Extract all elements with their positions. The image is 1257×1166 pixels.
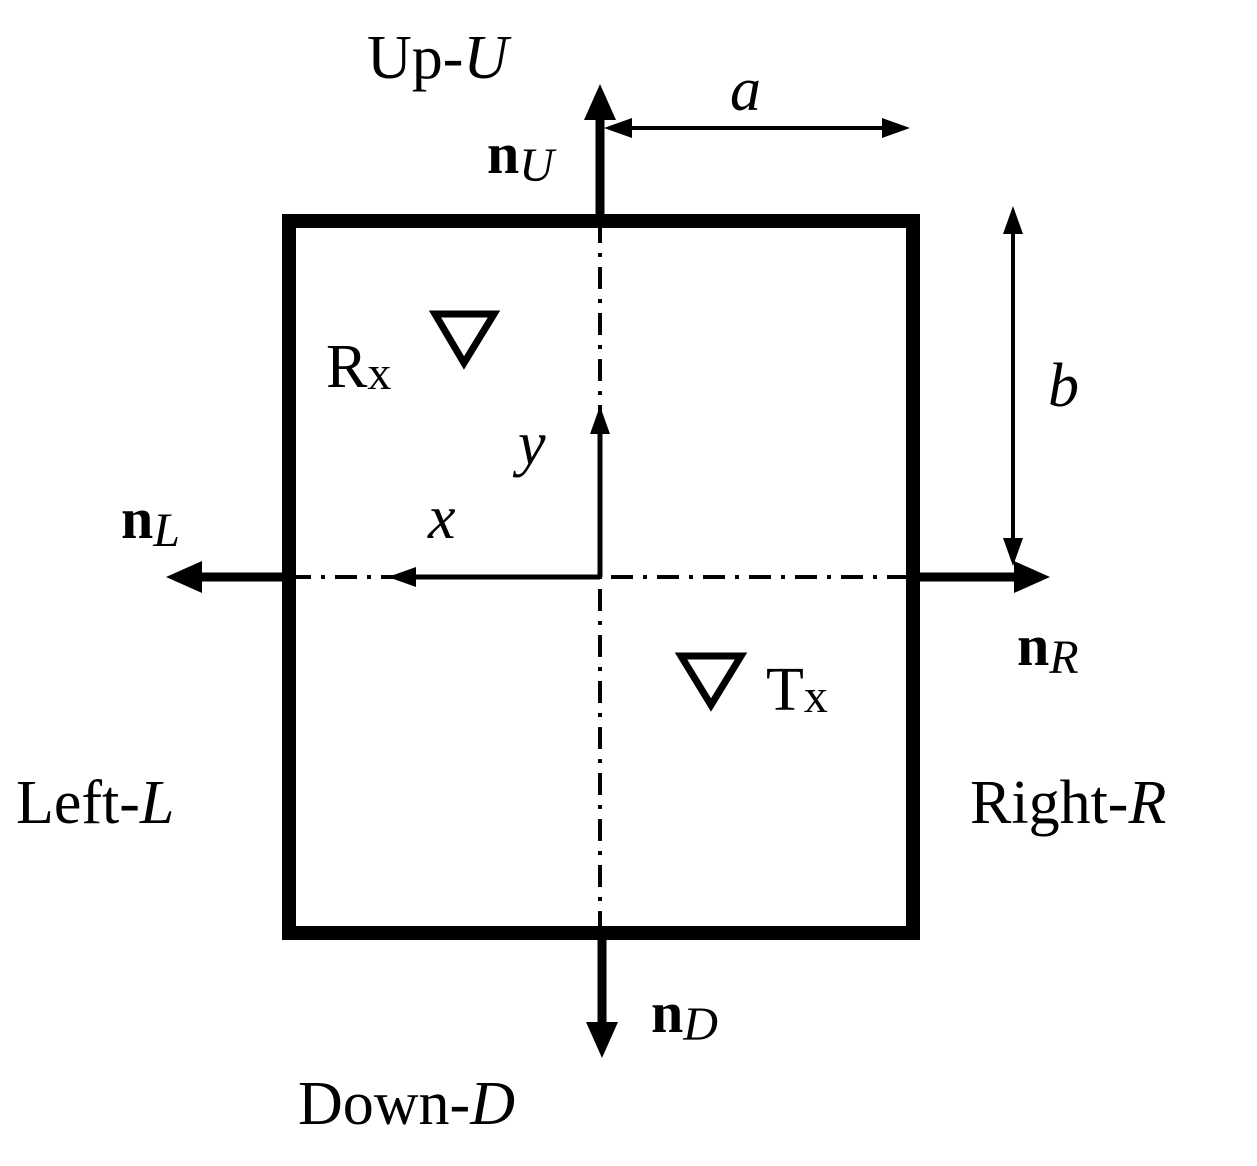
transmitter-triangle-icon bbox=[674, 652, 748, 712]
normal-left-arrow bbox=[166, 561, 282, 593]
normal-right-arrow bbox=[920, 561, 1050, 593]
label-dimension-a: a bbox=[730, 56, 761, 124]
label-dimension-b: b bbox=[1048, 352, 1079, 420]
label-right: Right-R bbox=[970, 769, 1166, 837]
y-axis-arrow bbox=[590, 406, 610, 577]
label-normal-up: nU bbox=[487, 121, 557, 192]
label-receiver: Rx bbox=[326, 333, 391, 401]
dimension-b-arrow bbox=[1003, 206, 1023, 566]
dimension-a-arrow bbox=[604, 118, 910, 138]
label-normal-down: nD bbox=[651, 980, 718, 1051]
label-normal-right: nR bbox=[1017, 613, 1079, 684]
label-up: Up-U bbox=[367, 24, 512, 92]
x-axis-arrow bbox=[388, 567, 600, 587]
normal-down-arrow bbox=[586, 940, 618, 1058]
label-down: Down-D bbox=[298, 1070, 515, 1138]
label-axis-y: y bbox=[512, 410, 546, 478]
label-transmitter: Tx bbox=[766, 656, 828, 724]
receiver-triangle-icon bbox=[428, 310, 501, 370]
label-axis-x: x bbox=[427, 484, 456, 552]
normal-up-arrow bbox=[584, 84, 616, 214]
label-left: Left-L bbox=[16, 769, 174, 837]
label-normal-left: nL bbox=[121, 486, 180, 557]
